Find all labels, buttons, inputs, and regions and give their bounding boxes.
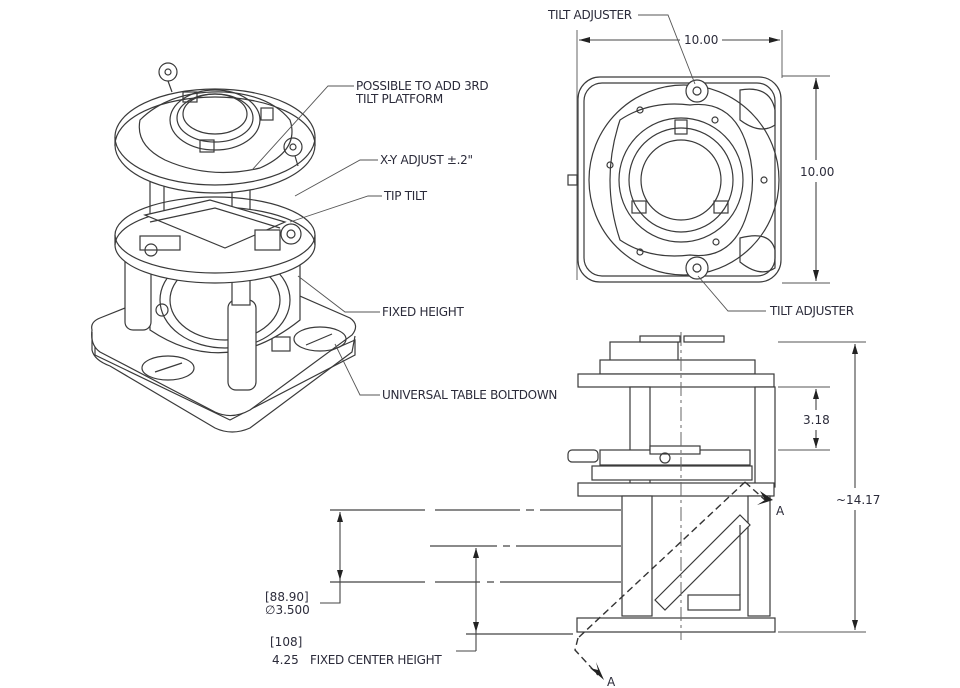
- isometric-view: POSSIBLE TO ADD 3RD TILT PLATFORM X-Y AD…: [91, 62, 557, 433]
- callout-xy-adjust: X-Y ADJUST ±.2": [380, 153, 473, 167]
- callout-leaders: [251, 85, 382, 396]
- dimension-3-18: 3.18: [803, 413, 830, 427]
- tilt-adjuster-knob-top: [685, 79, 709, 103]
- top-view-width-dimension: 10.00: [579, 33, 780, 47]
- callout-tip-tilt: TIP TILT: [383, 189, 428, 203]
- side-view: A A 3.18 ~14.17: [265, 332, 880, 688]
- callout-tilt-adjuster-top: TILT ADJUSTER: [547, 8, 632, 22]
- dimension-aperture-metric: [88.90]: [265, 590, 309, 604]
- dimension-aperture-diameter: ∅3.500: [265, 603, 310, 617]
- callout-tilt-adjuster-bottom: TILT ADJUSTER: [769, 304, 854, 318]
- callout-universal-table-boltdown: UNIVERSAL TABLE BOLTDOWN: [382, 388, 557, 402]
- dimension-center-height: 4.25: [272, 653, 299, 667]
- section-marker-a-upper: A: [776, 504, 785, 518]
- top-view-height-dimension: 10.00: [800, 78, 834, 281]
- section-line-a-a: A A: [574, 481, 785, 688]
- callout-possible-3rd-platform-line1: POSSIBLE TO ADD 3RD: [356, 79, 488, 93]
- dimension-center-height-metric: [108]: [270, 635, 302, 649]
- dimension-height-10: 10.00: [800, 165, 834, 179]
- center-height-dimension: [108] 4.25 FIXED CENTER HEIGHT: [270, 548, 479, 667]
- tilt-adjuster-knob-bottom: [685, 256, 709, 280]
- platform-spacing-dimension: 3.18: [778, 386, 830, 451]
- top-view: 10.00 10.00: [547, 8, 854, 318]
- callout-possible-3rd-platform-line2: TILT PLATFORM: [355, 92, 443, 106]
- top-platform: [114, 62, 316, 194]
- aperture-dimension: [88.90] ∅3.500: [265, 512, 343, 617]
- section-marker-a-lower: A: [607, 675, 616, 688]
- dimension-overall-height: ~14.17: [836, 493, 880, 507]
- callout-fixed-height: FIXED HEIGHT: [382, 305, 464, 319]
- optical-axis-lines: [330, 509, 622, 635]
- overall-height-dimension: ~14.17: [778, 341, 880, 633]
- tip-tilt-platform: [114, 196, 316, 284]
- callout-fixed-center-height: FIXED CENTER HEIGHT: [310, 653, 442, 667]
- dimension-width-10: 10.00: [684, 33, 718, 47]
